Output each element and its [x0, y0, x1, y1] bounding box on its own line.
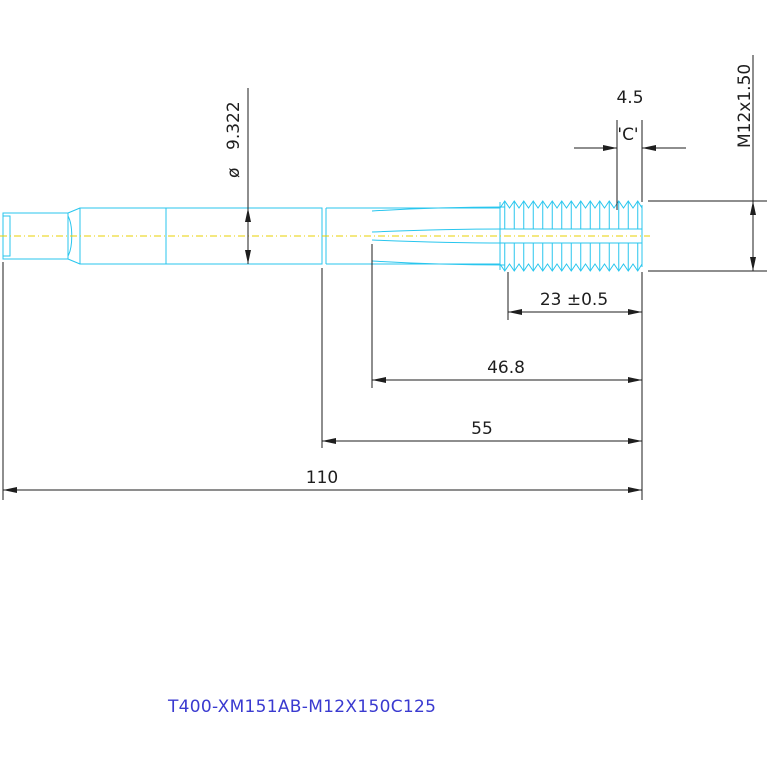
part-number: T400-XM151AB-M12X150C125 — [167, 697, 436, 717]
chamfer-dimension: 4.5 'C' — [574, 88, 686, 210]
overall-length-dimension: 110 — [2, 262, 642, 500]
chamfer-length-value: 4.5 — [616, 88, 643, 108]
shank-diameter-dimension: ø 9.322 — [224, 88, 251, 264]
thread-section — [499, 200, 643, 272]
chamfer-label: 'C' — [617, 125, 638, 145]
thread-length-dimension: 23 ±0.5 — [507, 272, 643, 500]
flute-length-value: 46.8 — [487, 358, 525, 378]
neck-length-value: 55 — [471, 419, 493, 439]
diameter-symbol: ø — [224, 168, 244, 178]
neck-length-dimension: 55 — [321, 268, 642, 448]
flute-section — [326, 206, 506, 266]
flute-length-dimension: 46.8 — [371, 244, 642, 388]
thread-size-value: M12x1.50 — [735, 64, 755, 148]
overall-length-value: 110 — [306, 468, 338, 488]
tap-body — [0, 200, 650, 272]
shank-diameter-value: 9.322 — [224, 101, 244, 150]
thread-size-dimension: M12x1.50 — [648, 55, 767, 272]
thread-length-value: 23 ±0.5 — [540, 290, 608, 310]
